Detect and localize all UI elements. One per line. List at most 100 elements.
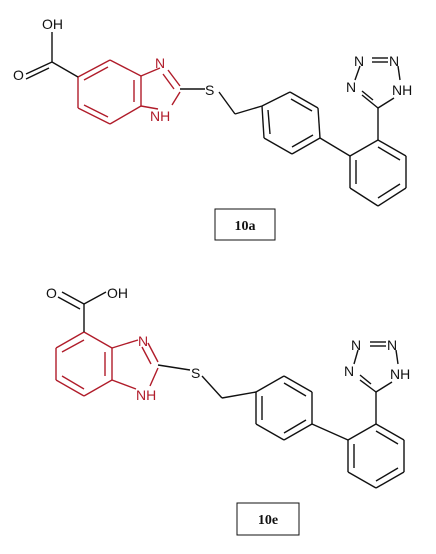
double-bond-inner [83,104,109,118]
bond [361,94,379,109]
compound-label-10e: 10e [258,513,278,528]
tetrazole-ring [354,57,401,109]
molecule-10e: N NH S O OH N N N NH [46,285,410,489]
bond [61,291,85,305]
bond [111,379,137,390]
bond [349,187,379,207]
double-bond-inner [291,134,314,148]
atom-n: N [351,337,361,353]
bond [283,423,313,441]
bond [375,471,405,489]
atom-oh: OH [107,285,128,301]
molecule-10a: N NH S OH O N N N NH [13,16,412,207]
compound-label-box [214,208,276,241]
bond [55,379,85,397]
double-bond-inner [61,375,85,390]
bond [111,339,139,349]
benzyl-ring [261,91,351,157]
double-bond [361,90,374,101]
bond [109,59,142,77]
bond [234,105,263,115]
bond [77,107,111,125]
bond [140,67,161,77]
bond [354,65,361,81]
atom-nh: NH [390,366,410,382]
carboxylic-acid [57,291,107,332]
double-bond-inner [290,98,313,112]
bond [311,423,349,441]
bond [395,349,399,365]
bond [261,105,265,139]
atom-n: N [346,79,356,95]
compound-label-box [236,502,300,536]
atom-nh: NH [150,108,170,124]
double-bond-inner [267,109,271,135]
bond [359,379,377,393]
atom-n: N [387,337,397,353]
bond [377,139,407,157]
bond [261,91,291,107]
atom-n: N [354,53,364,69]
bond [167,69,181,87]
bond [377,97,395,109]
bond [283,375,313,393]
atom-s: S [205,82,214,98]
bond [83,331,113,349]
bond [375,381,393,393]
double-bond-inner [375,430,399,445]
bond [397,65,401,81]
bond [171,91,181,106]
bond [289,91,319,109]
bond [317,107,321,139]
bond [291,137,321,155]
double-bond [25,67,50,80]
carboxylic-acid [25,32,79,80]
double-bond-inner [283,419,307,434]
atom-nh: NH [392,82,412,98]
double-bond-inner [61,339,85,353]
bond [201,375,223,399]
bond [353,349,359,365]
compound-label-10a: 10a [235,219,256,234]
bond [375,423,405,441]
bond [83,379,113,397]
atom-n: N [389,53,399,69]
double-bond-inner [377,183,401,199]
double-bond [57,296,81,310]
bond [319,137,351,157]
double-bond-inner [375,467,399,482]
atom-nh: NH [136,387,156,403]
bond [55,331,85,349]
bond [221,391,257,399]
double-bond-inner [377,146,401,161]
double-bond-inner [162,73,175,90]
atom-n: N [344,363,354,379]
benzyl-ring [255,375,349,441]
bond [347,423,377,441]
bond [147,342,159,363]
bond [157,364,191,371]
atom-n: N [155,55,165,71]
phenyl-ring [349,108,407,207]
atom-s: S [191,365,200,381]
bond [255,375,285,393]
tetrazole-ring [353,341,399,393]
bond [347,471,377,489]
thioether-linker [180,88,263,115]
bond [109,105,142,125]
double-bond-inner [83,66,109,81]
atom-o: O [46,285,57,301]
double-bond-inner [283,382,307,397]
atom-o: O [13,67,24,83]
thioether-linker [157,364,257,399]
phenyl-ring [347,392,405,489]
benzimidazole-core [77,59,181,125]
bond [140,105,159,110]
bond [377,187,407,207]
double-bond [359,374,372,385]
atom-oh: OH [42,16,63,32]
atom-n: N [138,333,148,349]
benzimidazole-core [55,331,159,397]
